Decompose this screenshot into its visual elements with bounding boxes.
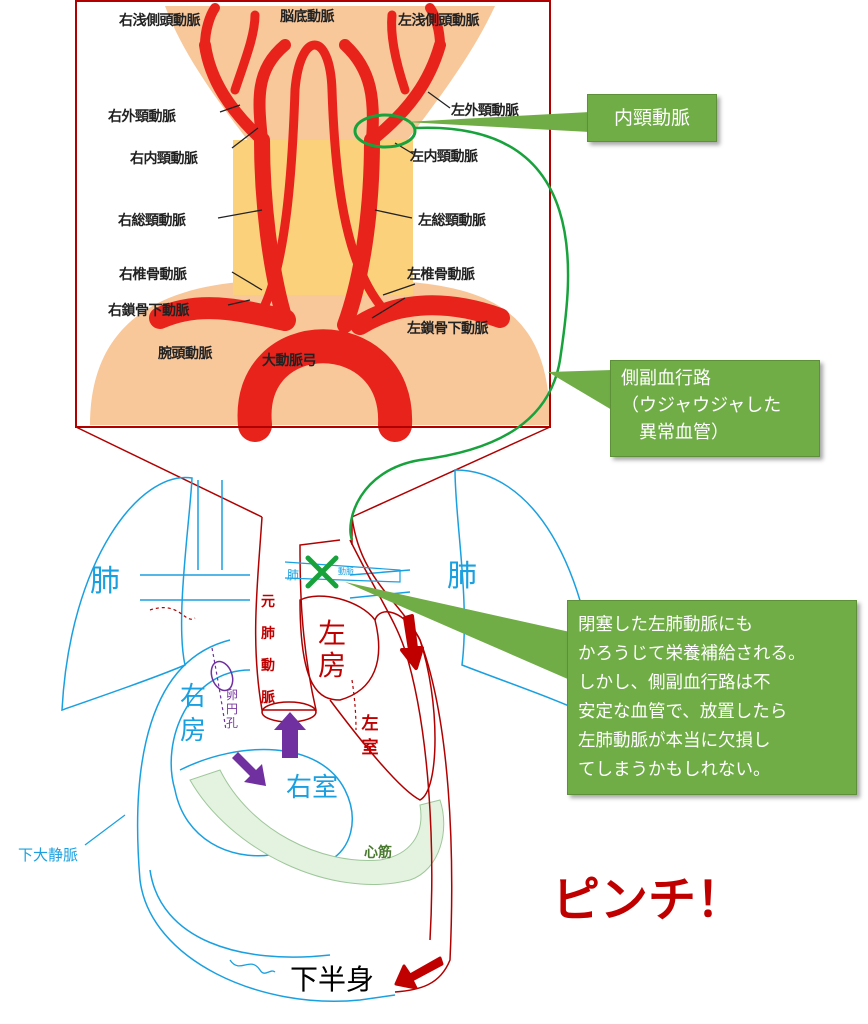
label-brachiocephalic: 腕頭動脈 bbox=[158, 346, 213, 362]
label-foramen-ovale: 卵円孔 bbox=[225, 688, 238, 730]
heart-diagram bbox=[61, 469, 601, 1002]
callout-explanation-line-4: 安定な血管で、放置したら bbox=[578, 702, 788, 722]
pointer-explanation bbox=[345, 582, 570, 680]
right-subclavian-vessel bbox=[149, 297, 296, 331]
callout-explanation: 閉塞した左肺動脈にも かろうじて栄養補給される。 しかし、側副血行路は不 安定な… bbox=[567, 600, 857, 795]
blocked-mark bbox=[305, 555, 339, 589]
callout-collateral: 側副血行路 （ウジャウジャした 異常血管） bbox=[610, 360, 820, 457]
label-right-superficial-temporal: 右浅側頭動脈 bbox=[119, 13, 201, 29]
label-right-atrium: 右房 bbox=[180, 682, 207, 746]
callout-collateral-line-2: （ウジャウジャした bbox=[621, 395, 782, 416]
callout-explanation-line-1: 閉塞した左肺動脈にも bbox=[578, 615, 753, 635]
right-ventricle-wall bbox=[179, 748, 353, 861]
foramen-ovale-ring bbox=[210, 660, 234, 692]
pointer-collateral bbox=[548, 370, 612, 410]
label-left-external-carotid: 左外頸動脈 bbox=[451, 103, 519, 119]
foramen-dashed-flow bbox=[211, 647, 227, 731]
label-right-external-carotid: 右外頸動脈 bbox=[108, 109, 176, 125]
right-external-carotid-vessel bbox=[199, 39, 268, 146]
callout-explanation-line-2: かろうじて栄養補給される。 bbox=[578, 644, 806, 664]
basilar-vessel bbox=[290, 40, 337, 95]
right-common-carotid-vessel bbox=[254, 132, 293, 328]
left-lung-outline bbox=[61, 476, 193, 712]
purple-arrow-down bbox=[232, 752, 266, 786]
label-right-internal-carotid: 右内頸動脈 bbox=[130, 151, 198, 167]
callout-explanation-line-6: てしまうかもしれない。 bbox=[578, 760, 771, 780]
label-right-subclavian: 右鎖骨下動脈 bbox=[108, 303, 190, 319]
label-pulmonary-small: 肺 bbox=[287, 568, 300, 582]
myocardium-band bbox=[189, 769, 445, 885]
left-temporal-branch bbox=[387, 10, 410, 95]
right-temporal-branch bbox=[230, 10, 260, 95]
flow-wave-lower bbox=[229, 959, 276, 974]
label-right-vertebral: 右椎骨動脈 bbox=[119, 267, 187, 283]
right-heart-contour bbox=[136, 639, 396, 1002]
right-vertebral-vessel bbox=[260, 85, 300, 310]
flow-dots-left bbox=[351, 679, 357, 731]
right-superficial-temporal-vessel bbox=[200, 3, 220, 50]
label-left-atrium: 左房 bbox=[318, 617, 347, 682]
pulmonary-vein-bands bbox=[140, 569, 411, 601]
right-lung-outline bbox=[454, 469, 601, 722]
superior-vena-cava bbox=[197, 480, 223, 570]
red-arrow-lower-body bbox=[394, 956, 444, 990]
left-vertebral-vessel bbox=[327, 85, 385, 310]
label-right-ventricle: 右室 bbox=[286, 773, 339, 803]
label-main-pulmonary: 元肺動脈 bbox=[261, 594, 275, 706]
internal-carotid-highlight bbox=[353, 113, 417, 149]
left-subclavian-vessel bbox=[350, 295, 510, 335]
callout-internal-carotid: 内頸動脈 bbox=[587, 94, 717, 142]
callout-explanation-line-3: しかし、側副血行路は不 bbox=[578, 673, 771, 693]
left-superficial-temporal-vessel bbox=[425, 3, 445, 50]
ivc-leader bbox=[84, 814, 126, 846]
callout-explanation-line-5: 左肺動脈が本当に欠損し bbox=[578, 731, 771, 751]
label-lower-body: 下半身 bbox=[290, 963, 375, 996]
label-lung-right: 肺 bbox=[447, 559, 477, 594]
left-ventricle-wall bbox=[329, 611, 436, 801]
pulmonary-branch-outline bbox=[284, 561, 401, 583]
left-atrium-wall bbox=[299, 595, 380, 701]
label-aortic-arch: 大動脈弓 bbox=[262, 353, 317, 369]
label-basilar: 脳底動脈 bbox=[280, 9, 335, 25]
right-atrium-wall bbox=[170, 669, 271, 857]
callout-collateral-line-1: 側副血行路 bbox=[621, 368, 711, 389]
label-left-internal-carotid: 左内頸動脈 bbox=[410, 149, 478, 165]
label-left-subclavian: 左鎖骨下動脈 bbox=[407, 321, 489, 337]
zoom-line-left bbox=[75, 426, 263, 518]
zoom-line-right bbox=[351, 426, 551, 518]
label-left-superficial-temporal: 左浅側頭動脈 bbox=[398, 13, 480, 29]
label-left-ventricle: 左室 bbox=[361, 714, 379, 758]
inset-frame bbox=[75, 0, 551, 428]
label-myocardium: 心筋 bbox=[364, 845, 392, 861]
arrows bbox=[232, 614, 444, 990]
label-left-common-carotid: 左総頸動脈 bbox=[418, 213, 486, 229]
right-internal-carotid-vessel bbox=[253, 39, 291, 146]
label-pinch: ピンチ！ bbox=[552, 872, 745, 928]
callout-collateral-line-3: 異常血管） bbox=[621, 422, 729, 443]
neck-inset bbox=[75, 0, 551, 442]
left-internal-carotid-vessel bbox=[339, 39, 379, 146]
neck-arteries bbox=[149, 3, 510, 442]
label-lung-left: 肺 bbox=[90, 564, 120, 599]
left-common-carotid-vessel bbox=[337, 132, 380, 333]
collateral-route-line bbox=[349, 126, 570, 541]
red-arrow-aorta bbox=[400, 614, 424, 670]
aortic-arch-vessel bbox=[237, 329, 413, 442]
label-ivc: 下大静脈 bbox=[18, 846, 79, 864]
label-left-vertebral: 左椎骨動脈 bbox=[407, 267, 475, 283]
flow-dots-right bbox=[149, 607, 196, 620]
pointer-internal-carotid bbox=[405, 112, 590, 132]
leader-lines bbox=[217, 91, 451, 319]
label-pulmonary-branch: 動脈 bbox=[338, 567, 354, 576]
left-external-carotid-vessel bbox=[366, 39, 446, 146]
purple-arrow-up bbox=[274, 712, 306, 758]
label-right-common-carotid: 右総頸動脈 bbox=[118, 213, 186, 229]
ivc-inner bbox=[149, 869, 331, 958]
